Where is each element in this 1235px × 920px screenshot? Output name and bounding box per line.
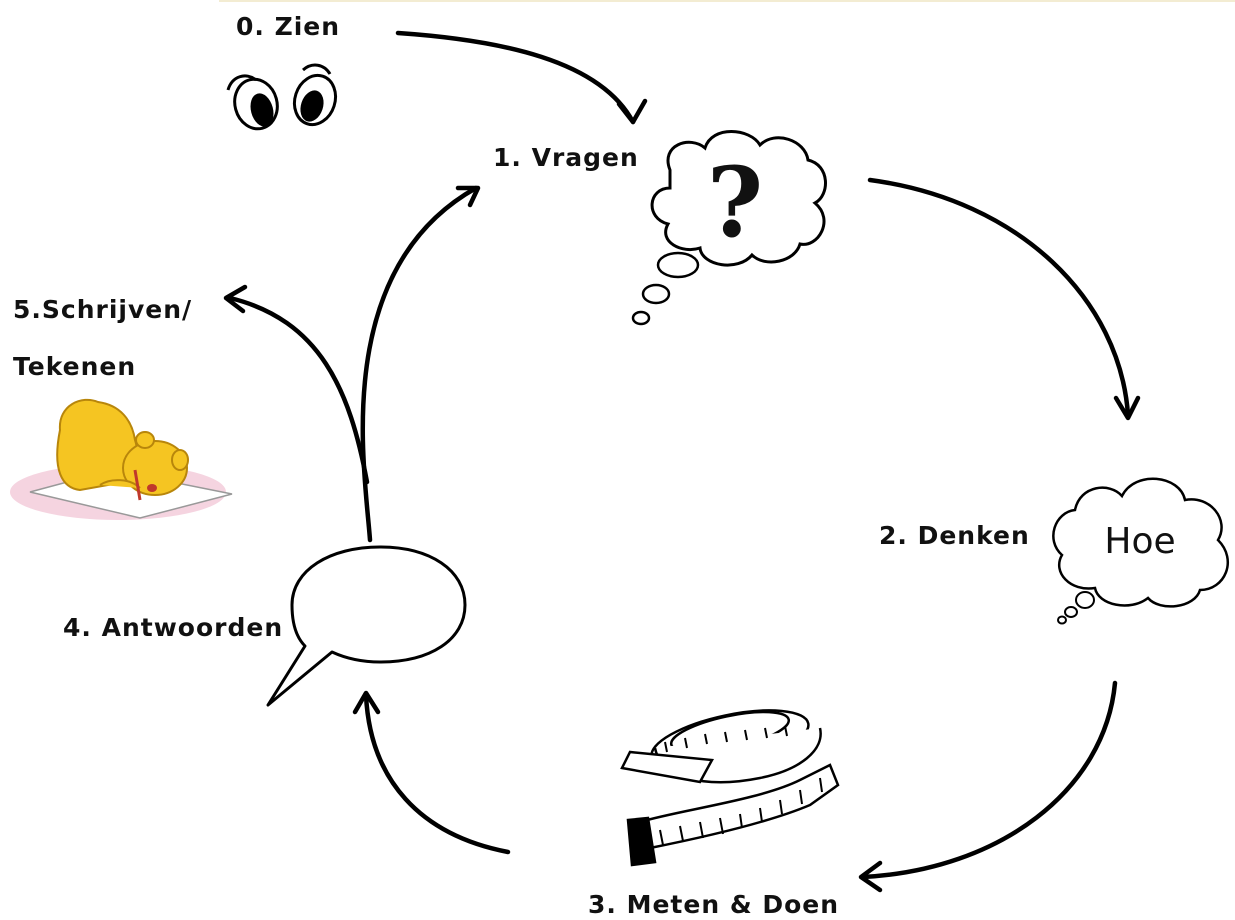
thought-cloud-icon: Hoe bbox=[1052, 477, 1229, 625]
question-mark: ? bbox=[707, 146, 763, 259]
arrow-antwoorden-to-schrijven bbox=[223, 284, 370, 485]
step-label-zien: 0. Zien bbox=[236, 12, 341, 41]
question-thought-cloud-icon: ? bbox=[631, 130, 827, 326]
arrow-zien-to-vragen bbox=[395, 30, 648, 125]
step-label-schrijven: 5.Schrijven/ bbox=[13, 295, 193, 324]
eyes-icon bbox=[226, 63, 338, 131]
arrow-antwoorden-to-vragen bbox=[360, 185, 481, 543]
arrow-vragen-to-denken bbox=[867, 177, 1141, 421]
arrow-denken-to-meten bbox=[858, 680, 1118, 893]
step-label-antwoorden: 4. Antwoorden bbox=[63, 613, 284, 642]
step-label-vragen: 1. Vragen bbox=[493, 143, 639, 172]
bear-writing-icon bbox=[10, 398, 233, 520]
cloud-text: Hoe bbox=[1104, 521, 1175, 562]
top-border-line bbox=[219, 0, 1235, 2]
step-label-denken: 2. Denken bbox=[879, 521, 1030, 550]
measuring-tape-icon bbox=[620, 709, 840, 867]
arrow-meten-to-antwoorden bbox=[352, 690, 511, 855]
step-label-meten: 3. Meten & Doen bbox=[588, 890, 840, 919]
step-label-tekenen: Tekenen bbox=[13, 352, 137, 381]
speech-bubble-icon bbox=[266, 545, 467, 707]
